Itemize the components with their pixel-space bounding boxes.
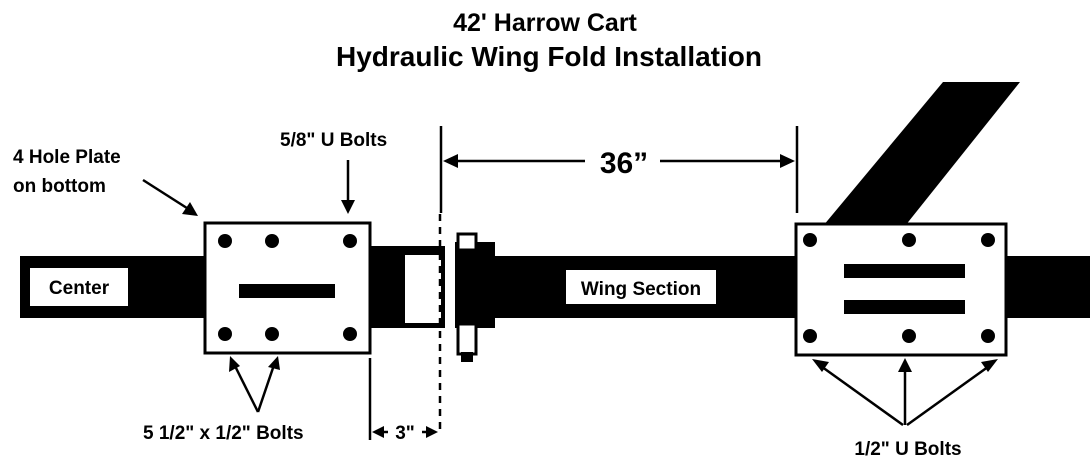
left-plate-bolt-hole [218, 234, 232, 248]
u-bolts-1-2-arrowhead-left [812, 359, 829, 372]
title-line-1: 42' Harrow Cart [453, 9, 637, 37]
center-label-box [30, 268, 128, 306]
bolts-5-half-arrow-left [231, 361, 260, 413]
dimension-arrow-36-left [443, 154, 458, 168]
right-plate-bolt-hole [981, 329, 995, 343]
left-plate-bolt-hole [265, 234, 279, 248]
dimension-36-label: 36” [600, 147, 648, 180]
bolts-5-half-label: 5 1/2" x 1/2" Bolts [143, 423, 304, 444]
right-mounting-plate [794, 222, 1008, 357]
u-bolts-1-2-arrow-right [906, 362, 993, 427]
hinge-pin-nut [461, 352, 473, 362]
four-hole-plate-label-line1: 4 Hole Plate [13, 147, 121, 168]
left-plate-bolt-hole [265, 327, 279, 341]
u-bolts-1-2-arrowhead-right [981, 359, 998, 372]
center-label: Center [49, 278, 110, 299]
left-plate-bolt-hole [218, 327, 232, 341]
right-plate-bolt-hole [902, 329, 916, 343]
four-hole-plate-arrowhead [182, 202, 198, 216]
right-plate-bolt-hole [902, 233, 916, 247]
left-plate-bolt-hole [343, 234, 357, 248]
right-plate-bolt-hole [981, 233, 995, 247]
bolts-5-half-arrowhead-right [268, 356, 280, 370]
u-bolts-1-2-label: 1/2" U Bolts [854, 439, 961, 459]
right-plate-slot-top [844, 264, 965, 278]
bolts-5-half-arrow-right [256, 361, 277, 413]
four-hole-plate-arrow-shaft [142, 178, 191, 212]
wing-section-label-box [566, 270, 716, 304]
right-plate-bolt-hole [803, 233, 817, 247]
dimension-arrow-36-right [780, 154, 795, 168]
hinge-pin-bottom [456, 322, 478, 356]
dimension-arrow-3-right [426, 426, 438, 438]
u-bolts-1-2-arrow-left [817, 362, 904, 427]
wing-section-label: Wing Section [581, 279, 701, 300]
dimension-arrow-3-left [372, 426, 384, 438]
bolts-5-half-arrowhead-left [229, 356, 240, 372]
title-line-2: Hydraulic Wing Fold Installation [336, 41, 762, 72]
right-plate-bolt-hole [803, 329, 817, 343]
u-bolts-5-8-arrowhead [341, 200, 355, 214]
diagonal-wing-arm [823, 82, 1020, 226]
hinge-pin-top [456, 232, 478, 252]
left-plate-bolt-hole [343, 327, 357, 341]
u-bolts-5-8-label: 5/8" U Bolts [280, 130, 387, 151]
dimension-3-label: 3" [395, 423, 415, 444]
left-plate-slot [239, 284, 335, 298]
right-plate-slot-bottom [844, 300, 965, 314]
four-hole-plate-label-line2: on bottom [13, 176, 106, 197]
hinge-window [403, 253, 443, 325]
u-bolts-1-2-arrowhead-center [898, 358, 912, 372]
